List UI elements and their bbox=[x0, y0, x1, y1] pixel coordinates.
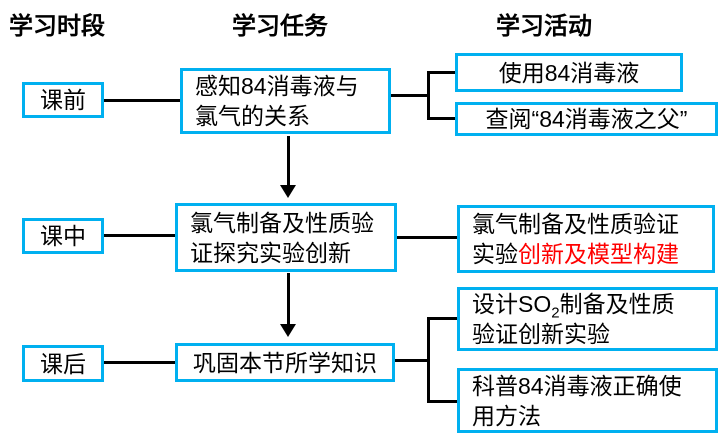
connector-during-period-to-task bbox=[104, 234, 175, 237]
column-header-period: 学习时段 bbox=[9, 13, 105, 40]
activity-text-so2-pre: 设计SO bbox=[472, 291, 552, 317]
bracket-post-vertical bbox=[427, 317, 430, 403]
activity-text-line: 实验创新及模型构建 bbox=[472, 239, 712, 269]
task-box-chlorine-experiment: 氯气制备及性质验 证探究实验创新 bbox=[175, 203, 397, 272]
bracket-post-stub-bottom bbox=[430, 400, 457, 403]
activity-text-black: 实验 bbox=[472, 241, 518, 267]
connector-post-task-to-bracket bbox=[395, 359, 430, 362]
column-header-task: 学习任务 bbox=[232, 13, 328, 40]
task-text-line: 证探究实验创新 bbox=[190, 239, 351, 266]
activity-text-line: 验证创新实验 bbox=[472, 321, 610, 347]
activity-text-line: 氯气制备及性质验证 bbox=[472, 211, 679, 237]
period-box-in-class: 课中 bbox=[22, 218, 104, 254]
bracket-pre-stub-top bbox=[430, 71, 455, 74]
activity-box-chlorine-model-building: 氯气制备及性质验证 实验创新及模型构建 bbox=[457, 205, 715, 273]
activity-text-line: 科普84消毒液正确使 bbox=[472, 372, 682, 399]
activity-text-line: 用方法 bbox=[472, 402, 541, 429]
arrow-during-to-post-shaft bbox=[287, 273, 290, 325]
task-box-perceive-84: 感知84消毒液与 氯气的关系 bbox=[180, 68, 391, 134]
activity-box-design-so2-experiment: 设计SO2制备及性质 验证创新实验 bbox=[457, 287, 718, 351]
activity-text-red-highlight: 创新及模型构建 bbox=[518, 241, 679, 267]
so2-subscript: 2 bbox=[551, 304, 560, 322]
bracket-pre-stub-bottom bbox=[430, 117, 455, 120]
period-box-after-class: 课后 bbox=[22, 345, 104, 382]
arrow-down-icon bbox=[280, 324, 296, 337]
activity-box-popularize-84-usage: 科普84消毒液正确使 用方法 bbox=[457, 368, 718, 433]
task-text-line: 感知84消毒液与 bbox=[195, 73, 359, 99]
column-header-activity: 学习活动 bbox=[496, 13, 592, 40]
connector-post-period-to-task bbox=[104, 361, 175, 364]
activity-box-use-84-disinfectant: 使用84消毒液 bbox=[455, 53, 683, 92]
connector-pre-task-to-bracket bbox=[391, 94, 430, 97]
activity-text-so2-post: 制备及性质 bbox=[559, 291, 675, 317]
task-text-line: 氯气的关系 bbox=[195, 103, 310, 129]
connector-during-task-to-activity bbox=[397, 236, 457, 239]
bracket-pre-vertical bbox=[427, 71, 430, 120]
activity-box-lookup-father-of-84: 查阅“84消毒液之父” bbox=[455, 102, 718, 136]
activity-text-line: 设计SO2制备及性质 bbox=[472, 289, 715, 322]
period-box-pre-class: 课前 bbox=[22, 82, 104, 118]
bracket-post-stub-top bbox=[430, 317, 457, 320]
task-text-line: 氯气制备及性质验 bbox=[190, 209, 374, 236]
task-box-consolidate-knowledge: 巩固本节所学知识 bbox=[175, 343, 395, 382]
connector-pre-period-to-task bbox=[104, 99, 180, 102]
arrow-pre-to-during-shaft bbox=[287, 136, 290, 187]
arrow-down-icon bbox=[280, 185, 296, 198]
